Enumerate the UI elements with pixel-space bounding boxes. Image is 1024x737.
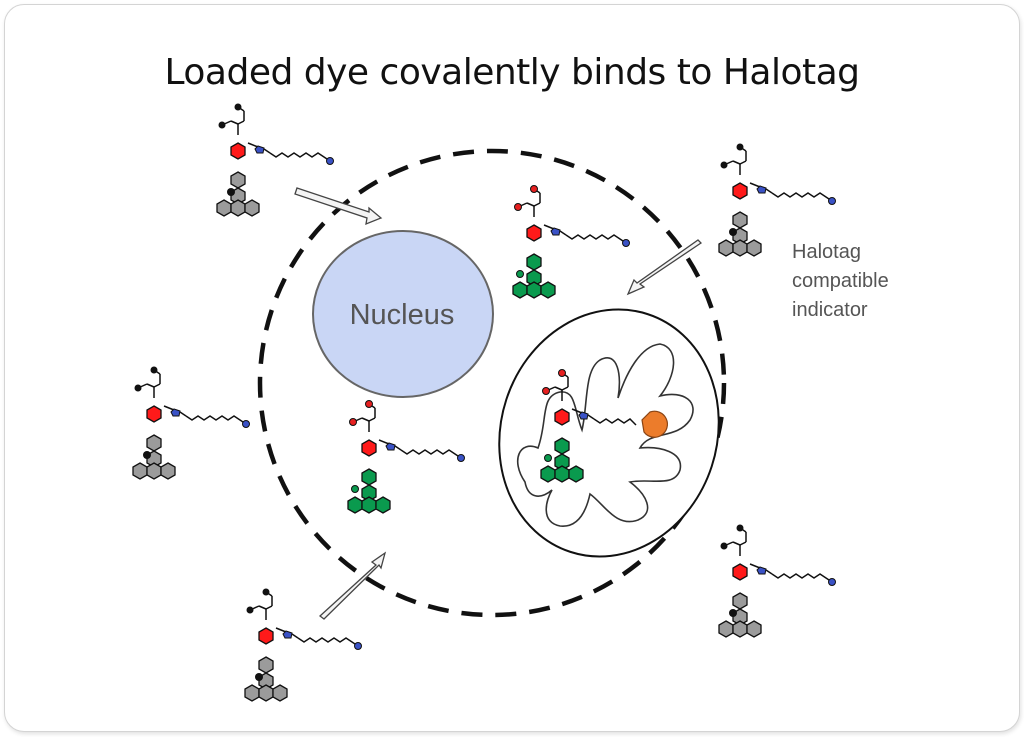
slide-card xyxy=(4,4,1020,732)
indicator-molecule-bound-halotag xyxy=(540,369,637,483)
arrow-into-cell-bottom-left xyxy=(318,551,387,620)
indicator-label-line2: compatible xyxy=(792,270,889,292)
indicator-label: Halotag compatible indicator xyxy=(792,241,889,321)
indicator-molecule-outside-left xyxy=(132,366,250,480)
arrow-into-cell-top-left xyxy=(294,187,383,226)
arrow-into-cell-top-right xyxy=(626,239,703,296)
indicator-molecule-loaded-top xyxy=(512,185,630,299)
halotag-protein xyxy=(641,410,668,438)
nucleus: Nucleus xyxy=(312,230,494,398)
cell-membrane xyxy=(257,148,727,618)
indicator-molecule-outside-bottom-left xyxy=(244,588,362,702)
mitochondrion xyxy=(498,308,720,558)
indicator-molecule-outside-top-right xyxy=(718,143,836,257)
indicator-molecule-loaded-bottom xyxy=(347,400,465,514)
indicator-molecule-outside-bottom-right xyxy=(718,524,836,638)
nucleus-label: Nucleus xyxy=(350,299,455,331)
indicator-molecule-outside-top-left xyxy=(216,103,334,217)
indicator-label-line1: Halotag xyxy=(792,241,861,263)
indicator-label-line3: indicator xyxy=(792,299,868,321)
slide-title: Loaded dye covalently binds to Halotag xyxy=(164,52,860,93)
